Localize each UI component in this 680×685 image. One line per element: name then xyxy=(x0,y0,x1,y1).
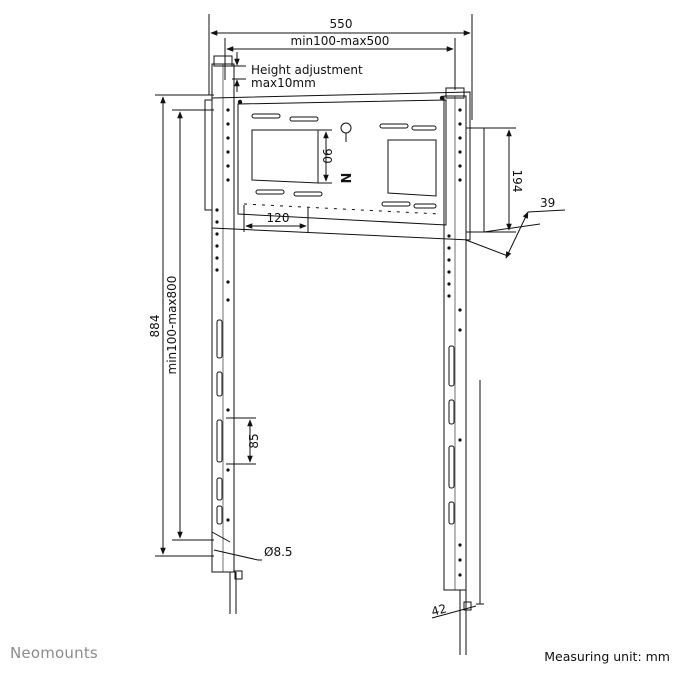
plate-slot xyxy=(379,123,409,129)
wall-plate-outline xyxy=(211,91,471,241)
plate-slot xyxy=(411,125,437,131)
dim-line-39 xyxy=(505,211,529,259)
arm-slot xyxy=(216,319,223,359)
plate-slot xyxy=(251,113,281,119)
arm-slot xyxy=(448,445,455,489)
plate-slot xyxy=(413,203,437,209)
plate-slot xyxy=(289,116,319,122)
plate-hole-row xyxy=(243,203,441,215)
dim-line-42 xyxy=(431,605,477,619)
arm-slot xyxy=(216,477,223,501)
arm-slot xyxy=(216,505,223,525)
plate-slot xyxy=(255,189,285,195)
wall-plate-inner xyxy=(237,99,447,226)
dim-label-hole-diameter: Ø8.5 xyxy=(264,545,293,559)
height-adjust-label-2: max10mm xyxy=(251,76,316,90)
hole-leader-b xyxy=(213,549,259,561)
plate-window-right xyxy=(387,139,437,197)
dim-label-42: 42 xyxy=(430,601,448,618)
dim-label-85: 85 xyxy=(247,433,261,448)
arm-slot xyxy=(216,419,223,463)
plate-window-left xyxy=(251,129,319,184)
measuring-unit-note: Measuring unit: mm xyxy=(544,649,670,664)
dim-label-194: 194 xyxy=(510,170,524,193)
keyhole xyxy=(340,122,352,134)
dim-label-90: 90 xyxy=(320,148,334,163)
dim-label-vesa-height: min100-max800 xyxy=(165,276,179,375)
arm-slot xyxy=(448,345,455,387)
dim-label-vesa-width: min100-max500 xyxy=(291,34,390,48)
right-arm-cap xyxy=(445,87,465,99)
dim-label-550: 550 xyxy=(330,17,353,31)
dim-label-39: 39 xyxy=(540,196,555,210)
arm-slot xyxy=(448,501,455,525)
right-side-bracket xyxy=(465,127,485,233)
right-arm-label-box xyxy=(463,601,472,611)
dim-label-884: 884 xyxy=(148,315,162,338)
brand-logo-text: Neomounts xyxy=(10,644,98,662)
dim-label-120: 120 xyxy=(267,211,290,225)
plate-slot xyxy=(381,201,411,207)
plate-slot xyxy=(293,191,323,197)
plate-logo-mark: N xyxy=(340,173,355,184)
left-side-bracket xyxy=(204,99,213,211)
height-adjust-label-1: Height adjustment xyxy=(251,63,363,77)
left-arm-label-box xyxy=(234,570,243,580)
arm-slot xyxy=(216,371,223,397)
arm-slot xyxy=(448,399,455,425)
hole-leader-a xyxy=(211,531,231,543)
left-arm-cap xyxy=(213,55,233,67)
arm-hole-dots xyxy=(215,95,462,577)
